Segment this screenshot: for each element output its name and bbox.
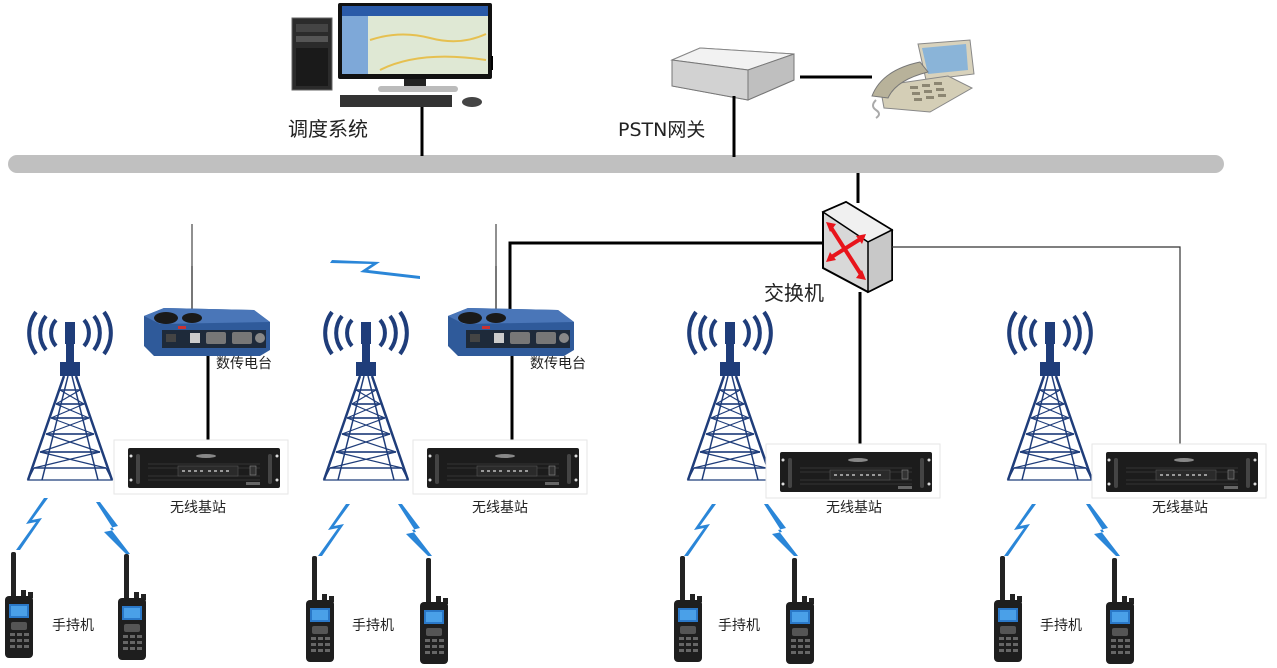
base-station-icon — [412, 439, 588, 495]
lightning-icon — [398, 504, 432, 556]
link-switch-basestation-4 — [892, 246, 1181, 446]
pstn-gateway-label: PSTN网关 — [618, 119, 705, 141]
handheld-radio-icon — [674, 556, 702, 662]
pstn-gateway-icon — [670, 47, 795, 101]
lightning-icon — [764, 504, 798, 556]
link-switch-dataradio-2 — [508, 241, 823, 312]
switch-label: 交换机 — [764, 281, 824, 305]
base-station-icon — [113, 439, 289, 495]
dispatch-workstation-icon — [291, 3, 492, 107]
tower-icon — [1006, 310, 1094, 482]
site-2: 数传电台 无线基站 手持机 — [306, 223, 588, 664]
wireless-link-icon — [330, 260, 420, 279]
lightning-icon — [16, 498, 48, 550]
data-radio-icon — [143, 223, 271, 357]
base-station-icon — [765, 443, 941, 499]
handheld-label: 手持机 — [718, 618, 760, 634]
tower-icon — [26, 310, 114, 482]
data-radio-label: 数传电台 — [216, 356, 272, 372]
telephone-icon — [871, 39, 975, 119]
base-station-label: 无线基站 — [1152, 499, 1208, 516]
switch-icon — [821, 200, 894, 294]
handheld-radio-icon — [994, 556, 1022, 662]
base-station-label: 无线基站 — [170, 499, 226, 516]
lightning-icon — [1004, 504, 1036, 556]
handheld-label: 手持机 — [1040, 618, 1082, 634]
handheld-label: 手持机 — [52, 618, 94, 634]
site-1: 数传电台 无线基站 手持机 — [5, 223, 289, 660]
tower-icon — [686, 310, 774, 482]
dispatch-system-label: 调度系统 — [288, 117, 368, 141]
handheld-radio-icon — [118, 554, 146, 660]
lightning-icon — [684, 504, 716, 556]
handheld-radio-icon — [306, 556, 334, 662]
data-radio-label: 数传电台 — [530, 356, 586, 372]
lightning-icon — [1086, 504, 1120, 556]
base-station-label: 无线基站 — [826, 499, 882, 516]
backbone-bus — [8, 155, 1224, 173]
site-3: 无线基站 手持机 — [674, 310, 941, 664]
handheld-radio-icon — [420, 558, 448, 664]
lightning-icon — [96, 502, 130, 554]
handheld-radio-icon — [1106, 558, 1134, 664]
site-4: 无线基站 手持机 — [994, 310, 1267, 664]
base-station-label: 无线基站 — [472, 499, 528, 516]
tower-icon — [322, 310, 410, 482]
handheld-radio-icon — [786, 558, 814, 664]
handheld-radio-icon — [5, 552, 33, 658]
handheld-label: 手持机 — [352, 618, 394, 634]
base-station-icon — [1091, 443, 1267, 499]
lightning-icon — [318, 504, 350, 556]
